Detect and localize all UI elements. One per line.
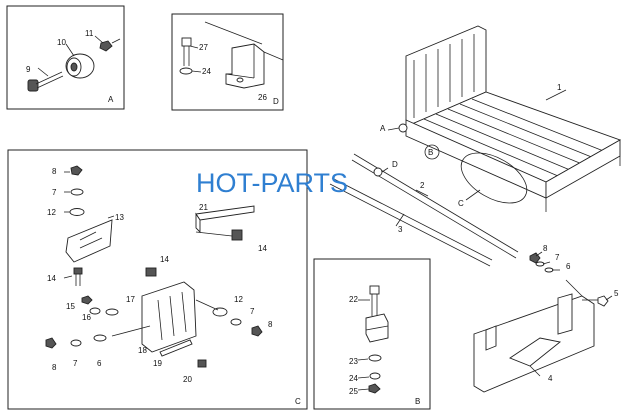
rail-3-part [329, 177, 493, 267]
label-d: D [392, 160, 398, 169]
label-7-bottom: 7 [73, 359, 78, 368]
label-15: 15 [66, 302, 75, 311]
label-12-right: 12 [234, 295, 243, 304]
watermark-text: HOT-PARTS [196, 168, 348, 198]
detail-b-marker [424, 144, 440, 160]
label-b: B [428, 148, 433, 157]
label-25: 25 [349, 387, 358, 396]
label-13: 13 [115, 213, 124, 222]
label-11: 11 [85, 29, 94, 38]
label-5: 5 [614, 289, 619, 298]
panel-d: 27 24 26 D [171, 13, 284, 111]
label-17: 17 [126, 295, 135, 304]
label-21: 21 [199, 203, 208, 212]
panel-c-caption: C [295, 397, 301, 406]
roller-10-part [65, 53, 95, 79]
label-19: 19 [153, 359, 162, 368]
label-14-left: 14 [47, 274, 56, 283]
label-9: 9 [26, 65, 31, 74]
label-8-right: 8 [268, 320, 273, 329]
label-14-mid: 14 [160, 255, 169, 264]
panel-c: 8 7 12 13 21 14 14 14 15 16 17 12 7 8 6 … [7, 149, 308, 410]
label-a: A [380, 124, 386, 133]
panel-a-caption: A [108, 95, 114, 104]
label-3: 3 [398, 225, 403, 234]
bracket-21-part [195, 205, 255, 234]
nut-11-part [99, 38, 121, 52]
panel-b-caption: B [415, 397, 420, 406]
label-7-main: 7 [555, 253, 560, 262]
label-7-top: 7 [52, 188, 57, 197]
panel-b-frame [313, 258, 431, 410]
bracket-26-part [204, 21, 284, 89]
bracket-18-part [141, 281, 197, 353]
label-22: 22 [349, 295, 358, 304]
label-8-bottom: 8 [52, 363, 57, 372]
main-assembly: 1 A B D 2 C 3 8 7 6 5 4 [329, 25, 622, 393]
panel-d-frame [171, 13, 284, 111]
panel-d-caption: D [273, 97, 279, 106]
label-20: 20 [183, 375, 192, 384]
label-6: 6 [97, 359, 102, 368]
shield-13-part [65, 219, 113, 263]
bolt-27-part [181, 37, 192, 66]
bolt-22-part [369, 285, 380, 316]
label-8-top: 8 [52, 167, 57, 176]
cargo-bed-1-part [405, 25, 622, 212]
label-12-top: 12 [47, 208, 56, 217]
panel-c-frame [7, 149, 308, 410]
panel-b: 22 23 24 25 B [313, 258, 431, 410]
label-7-right: 7 [250, 307, 255, 316]
label-8-main: 8 [543, 244, 548, 253]
label-26: 26 [258, 93, 267, 102]
label-14-right: 14 [258, 244, 267, 253]
panel-a-frame [6, 5, 125, 110]
label-23: 23 [349, 357, 358, 366]
panel-a: 11 10 9 A [6, 5, 125, 110]
label-1: 1 [557, 83, 562, 92]
label-10: 10 [57, 38, 66, 47]
washer-24-part [179, 67, 193, 75]
bracket-4-part [473, 279, 595, 393]
label-24-b: 24 [349, 374, 358, 383]
label-24: 24 [202, 67, 211, 76]
fasteners-5-8-part [529, 252, 609, 307]
label-c: C [458, 199, 464, 208]
clamp-part [365, 313, 389, 343]
label-27: 27 [199, 43, 208, 52]
label-18: 18 [138, 346, 147, 355]
label-16: 16 [82, 313, 91, 322]
detail-c-marker [460, 152, 528, 204]
label-2: 2 [420, 181, 425, 190]
label-6-main: 6 [566, 262, 571, 271]
label-4: 4 [548, 374, 553, 383]
bolt-9-part [27, 71, 64, 92]
